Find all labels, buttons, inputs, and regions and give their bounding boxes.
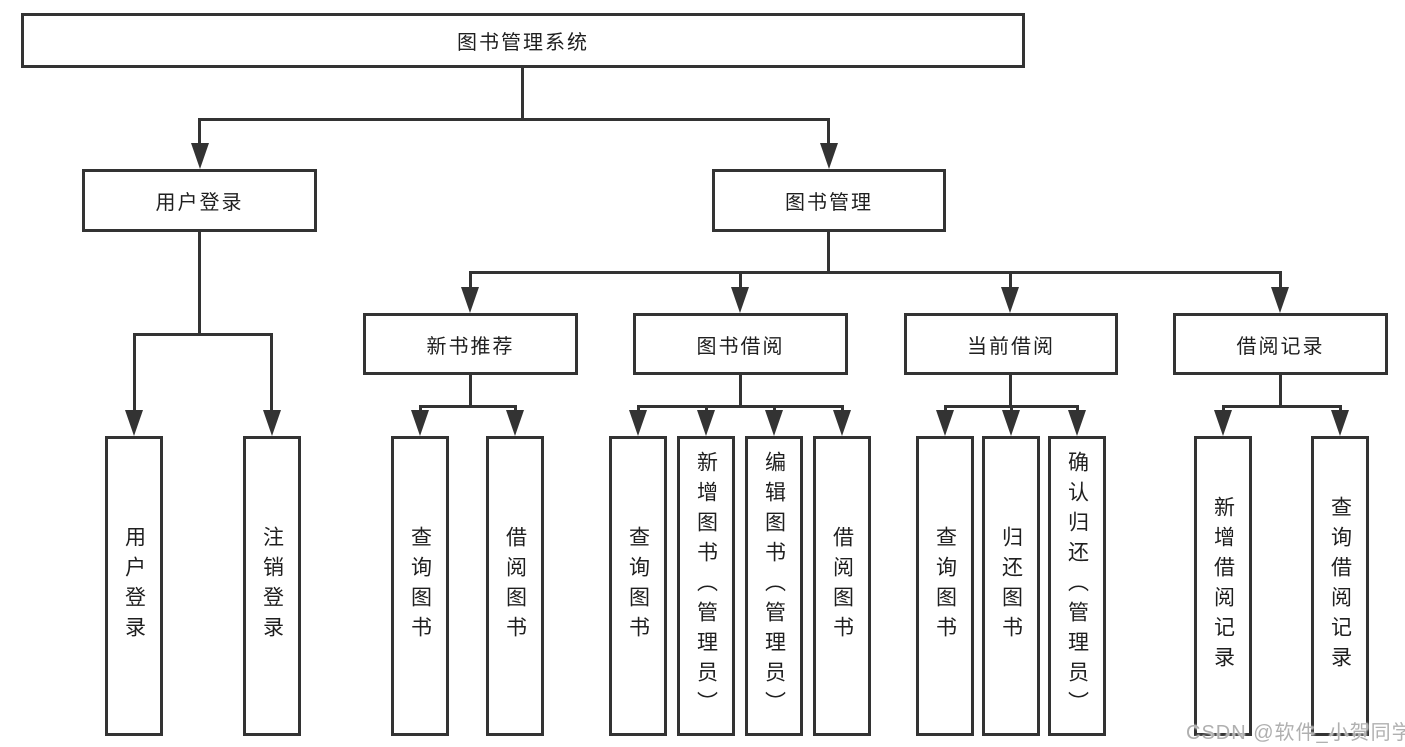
leaf-query-books-current: 查询图书: [916, 436, 974, 736]
node-current-borrow: 当前借阅: [904, 313, 1118, 375]
leaf-label: 查询借阅记录: [1328, 496, 1352, 676]
leaf-label: 用户登录: [122, 526, 146, 646]
arrowhead-down-icon: [1271, 287, 1289, 313]
connector-line: [469, 271, 1282, 274]
leaf-query-books-recommend: 查询图书: [391, 436, 449, 736]
arrowhead-down-icon: [1001, 287, 1019, 313]
connector-line: [1076, 405, 1079, 414]
connector-line: [1010, 405, 1013, 414]
connector-line: [827, 118, 830, 146]
connector-line: [521, 68, 524, 120]
connector-line: [1222, 405, 1342, 408]
connector-line: [1222, 405, 1225, 414]
leaf-logout: 注销登录: [243, 436, 301, 736]
connector-line: [469, 374, 472, 408]
arrowhead-down-icon: [1331, 410, 1349, 436]
connector-line: [419, 405, 422, 414]
leaf-label: 查询图书: [408, 526, 432, 646]
leaf-label: 新增图书（管理员）: [694, 451, 718, 721]
leaf-label: 确认归还（管理员）: [1065, 451, 1089, 721]
leaf-borrow-books: 借阅图书: [813, 436, 871, 736]
connector-line: [514, 405, 517, 414]
node-book-borrow: 图书借阅: [633, 313, 848, 375]
arrowhead-down-icon: [191, 143, 209, 169]
node-user-login: 用户登录: [82, 169, 317, 232]
leaf-label: 查询图书: [933, 526, 957, 646]
leaf-query-books-borrow: 查询图书: [609, 436, 667, 736]
arrowhead-down-icon: [1002, 410, 1020, 436]
leaf-label: 借阅图书: [830, 526, 854, 646]
arrowhead-down-icon: [765, 410, 783, 436]
node-new-book-recommend: 新书推荐: [363, 313, 578, 375]
arrowhead-down-icon: [1214, 410, 1232, 436]
connector-line: [705, 405, 708, 414]
arrowhead-down-icon: [263, 410, 281, 436]
connector-line: [133, 333, 136, 413]
leaf-add-book-admin: 新增图书（管理员）: [677, 436, 735, 736]
leaf-return-book: 归还图书: [982, 436, 1040, 736]
leaf-edit-book-admin: 编辑图书（管理员）: [745, 436, 803, 736]
connector-line: [270, 333, 273, 413]
connector-line: [198, 232, 201, 334]
connector-line: [637, 405, 844, 408]
leaf-borrow-books-recommend: 借阅图书: [486, 436, 544, 736]
arrowhead-down-icon: [936, 410, 954, 436]
leaf-label: 新增借阅记录: [1211, 496, 1235, 676]
arrowhead-down-icon: [820, 143, 838, 169]
connector-line: [1279, 271, 1282, 291]
leaf-label: 查询图书: [626, 526, 650, 646]
leaf-label: 注销登录: [260, 526, 284, 646]
arrowhead-down-icon: [461, 287, 479, 313]
connector-line: [198, 118, 201, 146]
leaf-confirm-return-admin: 确认归还（管理员）: [1048, 436, 1106, 736]
connector-line: [827, 232, 830, 273]
connector-line: [944, 405, 947, 414]
arrowhead-down-icon: [506, 410, 524, 436]
leaf-label: 编辑图书（管理员）: [762, 451, 786, 721]
node-root-library-system: 图书管理系统: [21, 13, 1025, 68]
leaf-add-borrow-record: 新增借阅记录: [1194, 436, 1252, 736]
connector-line: [1009, 374, 1012, 408]
connector-line: [841, 405, 844, 414]
leaf-user-login: 用户登录: [105, 436, 163, 736]
leaf-label: 借阅图书: [503, 526, 527, 646]
connector-line: [419, 405, 517, 408]
node-borrow-records: 借阅记录: [1173, 313, 1388, 375]
connector-line: [1339, 405, 1342, 414]
connector-line: [773, 405, 776, 414]
connector-line: [133, 333, 273, 336]
connector-line: [1009, 271, 1012, 291]
leaf-query-borrow-record: 查询借阅记录: [1311, 436, 1369, 736]
node-book-management: 图书管理: [712, 169, 946, 232]
arrowhead-down-icon: [1068, 410, 1086, 436]
arrowhead-down-icon: [697, 410, 715, 436]
watermark-text: CSDN @软件_小贺同学: [1186, 722, 1405, 744]
connector-line: [198, 118, 830, 121]
arrowhead-down-icon: [833, 410, 851, 436]
arrowhead-down-icon: [731, 287, 749, 313]
connector-line: [1279, 374, 1282, 408]
arrowhead-down-icon: [629, 410, 647, 436]
connector-line: [469, 271, 472, 291]
connector-line: [637, 405, 640, 414]
leaf-label: 归还图书: [999, 526, 1023, 646]
connector-line: [739, 374, 742, 408]
arrowhead-down-icon: [411, 410, 429, 436]
connector-line: [739, 271, 742, 291]
arrowhead-down-icon: [125, 410, 143, 436]
